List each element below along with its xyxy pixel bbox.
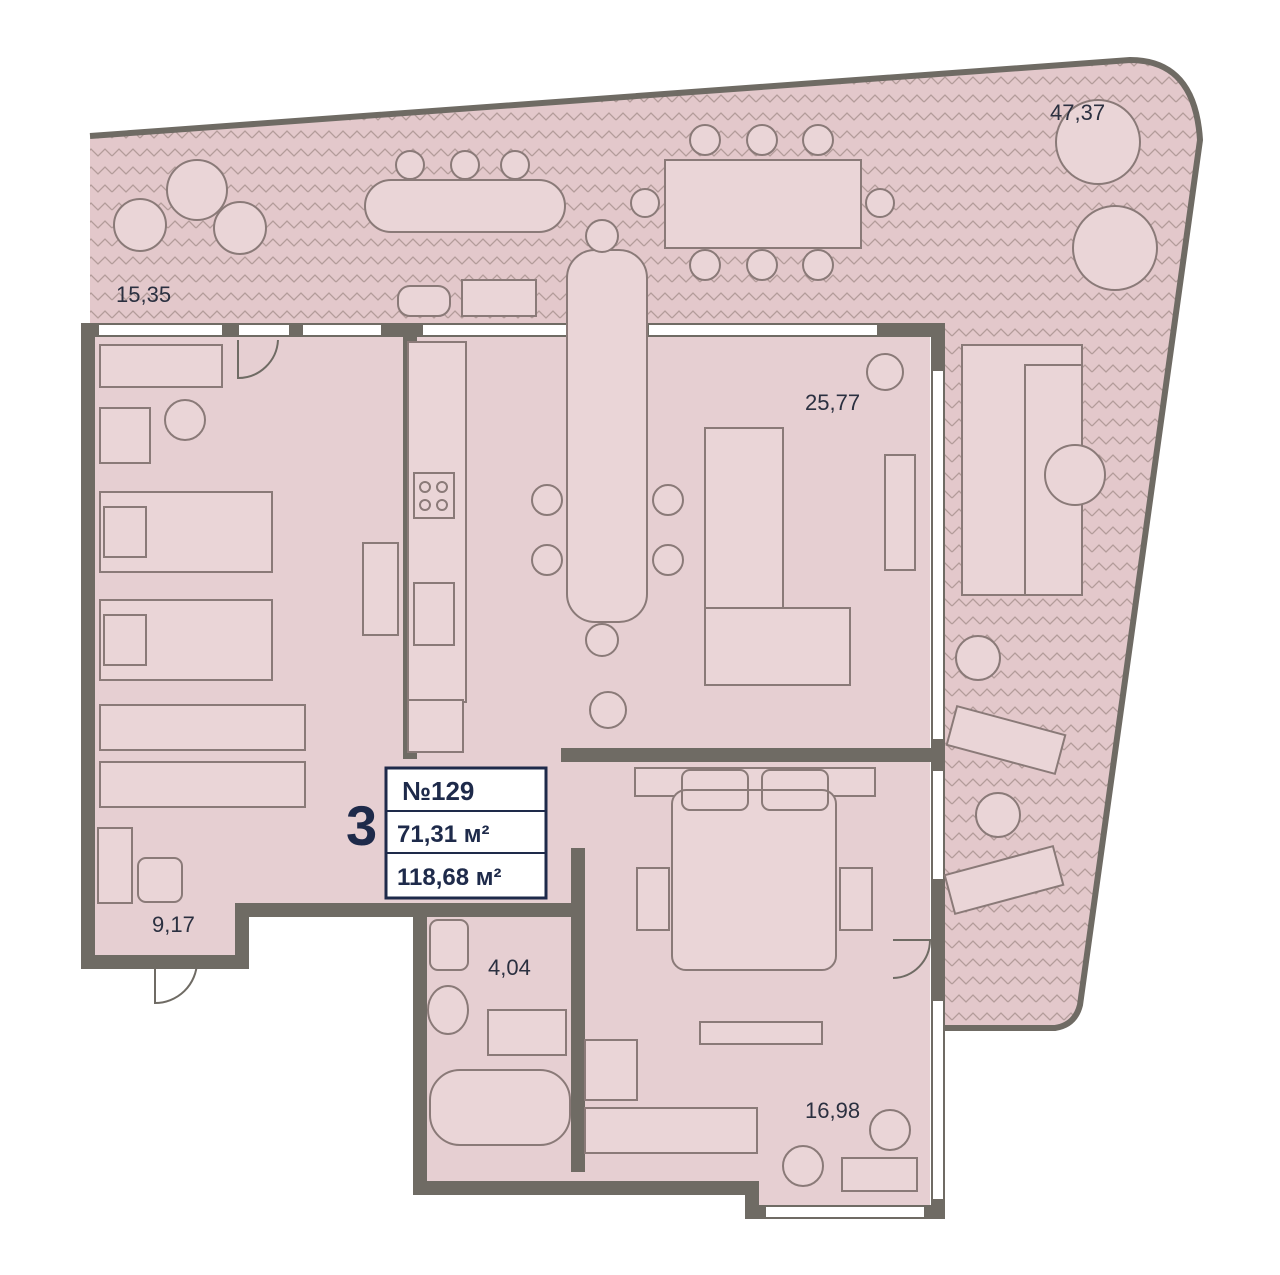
terrace <box>89 56 1204 1031</box>
room-area-hall: 9,17 <box>152 912 195 937</box>
apartment-info-box: №129 71,31 м² 118,68 м² <box>384 766 548 900</box>
room-area-living-kitchen: 25,77 <box>805 390 860 415</box>
room-area-bedroom-small: 15,35 <box>116 282 171 307</box>
room-area-bedroom-master: 16,98 <box>805 1098 860 1123</box>
kitchen-living-furniture <box>407 219 916 753</box>
apartment-number: №129 <box>402 776 474 806</box>
room-area-terrace: 47,37 <box>1050 100 1105 125</box>
room-area-bathroom: 4,04 <box>488 955 531 980</box>
bedroom-master-furniture <box>584 767 918 1192</box>
windows <box>97 323 945 1219</box>
living-area: 71,31 м² <box>397 821 489 848</box>
bedroom-small-furniture <box>99 344 399 808</box>
room-count: 3 <box>346 794 377 857</box>
hall-furniture <box>97 827 183 904</box>
total-area: 118,68 м² <box>397 864 502 891</box>
bathroom-furniture <box>427 919 571 1146</box>
terrace-furniture <box>113 99 1158 916</box>
